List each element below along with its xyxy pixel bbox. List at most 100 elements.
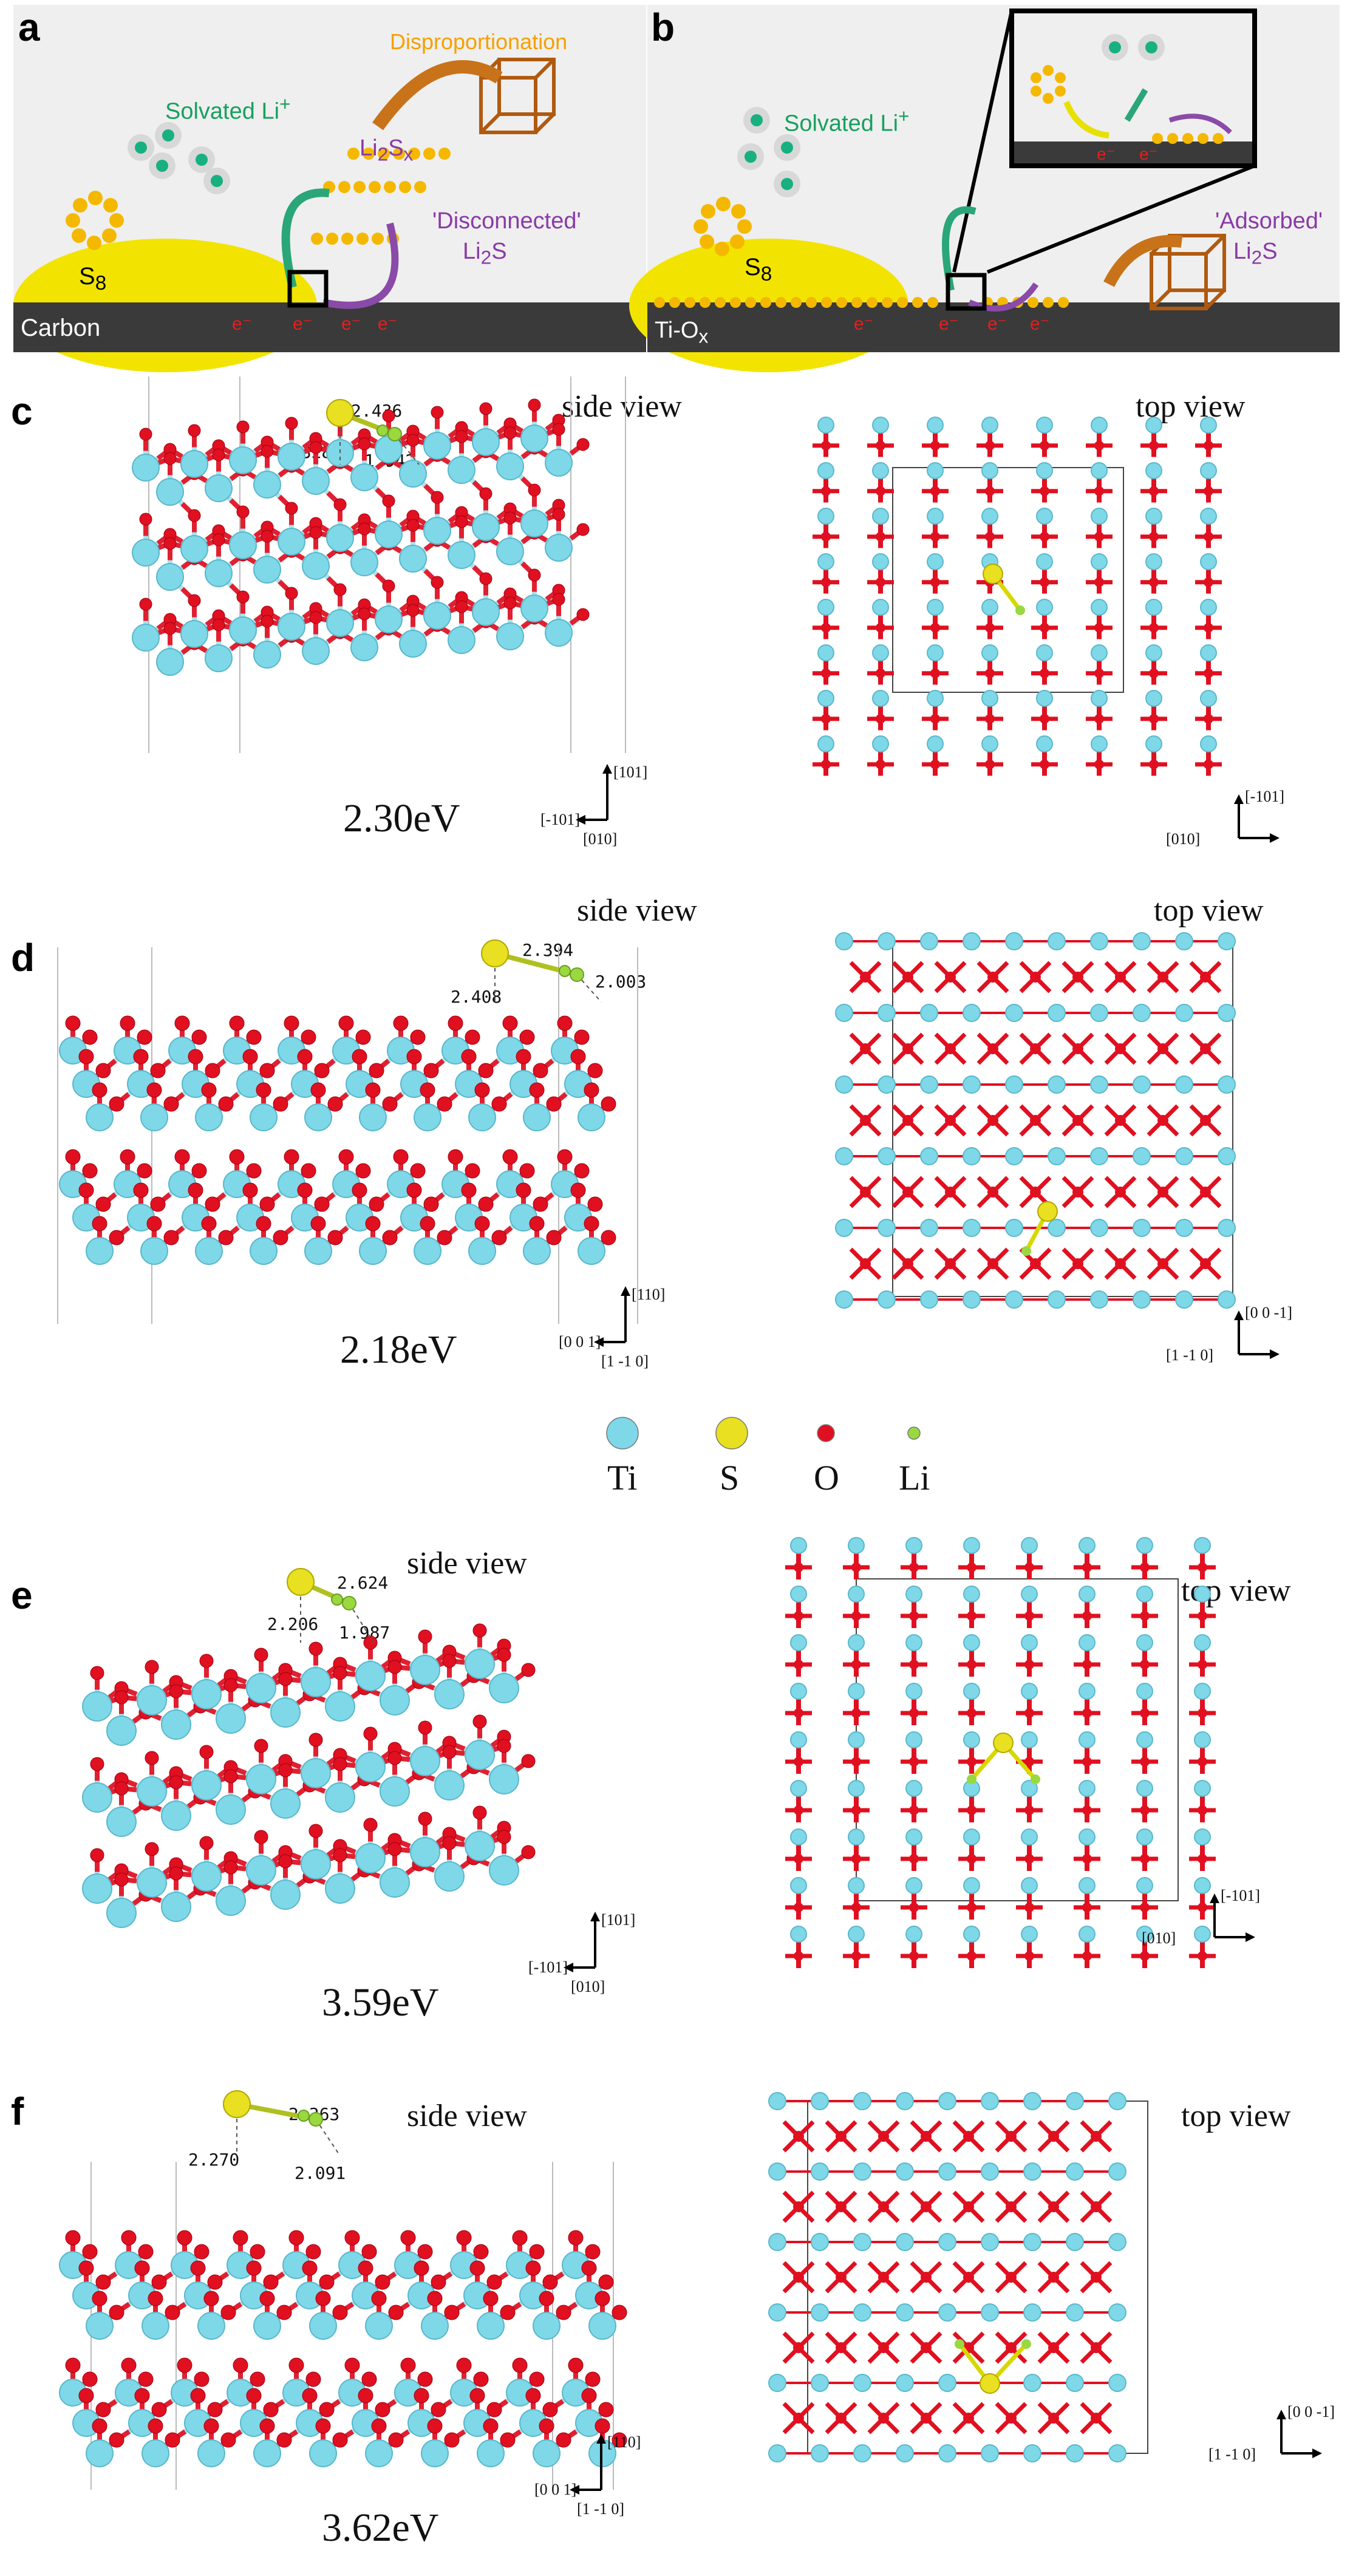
top-view-structure [835, 932, 1236, 1309]
ti-atom [1218, 1075, 1236, 1094]
panel-label: c [11, 389, 33, 433]
o-atom [254, 1830, 268, 1844]
o-atom [1006, 2272, 1017, 2283]
o-atom [78, 1182, 94, 1198]
o-atom [945, 972, 956, 983]
ti-atom [811, 2374, 829, 2392]
ti-atom [905, 1634, 922, 1651]
o-atom [423, 1196, 439, 1212]
ti-atom [1079, 1926, 1096, 1943]
top-view-axes: [0 0 -1][1 -1 0] [1166, 1304, 1292, 1364]
o-atom [909, 1757, 919, 1767]
o-atom [539, 2291, 554, 2306]
o-atom [400, 2357, 416, 2373]
arrowhead [1270, 833, 1280, 843]
ti-atom [817, 644, 834, 661]
ti-atom [380, 1776, 410, 1807]
o-atom [1094, 714, 1104, 724]
li-atom [298, 2110, 310, 2122]
o-atom [188, 1182, 203, 1198]
ti-atom [270, 1788, 301, 1819]
o-atom [333, 583, 347, 596]
o-atom [570, 1182, 586, 1198]
ti-atom [156, 563, 184, 591]
ti-atom [1023, 2092, 1041, 2110]
o-atom [388, 2305, 404, 2320]
o-atom [930, 531, 940, 542]
ti-atom [1175, 1004, 1193, 1022]
o-atom [205, 1196, 220, 1212]
ti-atom [1194, 1828, 1211, 1845]
svg-text:e⁻: e⁻ [939, 314, 959, 334]
ti-atom [896, 2162, 914, 2181]
o-atom [212, 448, 225, 462]
ti-atom [1023, 2374, 1041, 2392]
o-atom [529, 2371, 545, 2387]
ti-atom [195, 1237, 223, 1265]
o-atom [194, 2371, 210, 2387]
ti-atom [905, 1731, 922, 1748]
ti-atom [853, 2303, 871, 2322]
ti-atom [817, 690, 834, 707]
o-atom [1091, 2272, 1102, 2283]
o-atom [319, 2274, 335, 2290]
ti-atom [963, 1290, 981, 1309]
ti-atom [878, 1219, 896, 1237]
o-atom [985, 440, 995, 451]
ti-atom [365, 2312, 393, 2340]
o-atom [310, 1216, 326, 1232]
ti-atom [1090, 1290, 1108, 1309]
s8-label: S8 [745, 254, 772, 285]
ti-atom [1036, 599, 1053, 616]
ti-atom [920, 1219, 938, 1237]
ti-atom [1066, 2374, 1084, 2392]
ti-atom [421, 2439, 449, 2467]
o-atom [444, 2305, 460, 2320]
ti-atom [106, 1807, 137, 1837]
o-atom [309, 526, 322, 539]
o-atom [114, 1872, 129, 1887]
li-atom [331, 1593, 343, 1606]
o-atom [188, 424, 201, 437]
o-atom [442, 1745, 457, 1759]
ti-atom [981, 2444, 999, 2462]
o-atom [1024, 1708, 1034, 1718]
o-atom [259, 2418, 275, 2434]
ti-atom [1036, 553, 1053, 570]
o-atom [860, 1187, 871, 1198]
ti-atom [1005, 1290, 1023, 1309]
o-atom [851, 1903, 861, 1912]
o-atom [479, 402, 492, 415]
o-atom [393, 1149, 409, 1165]
li-o-distance [349, 1603, 374, 1643]
ti-atom [423, 432, 451, 460]
ti-atom [927, 735, 944, 752]
o-atom [529, 1082, 545, 1098]
ti-atom [768, 2303, 786, 2322]
o-atom [595, 2418, 610, 2434]
o-atom [134, 2388, 150, 2404]
o-atom [92, 1082, 107, 1098]
o-atom [223, 1678, 238, 1692]
axis-label-left: [0 0 1] [534, 2481, 576, 2498]
o-atom [595, 2291, 610, 2306]
o-atom [163, 452, 177, 465]
o-atom [151, 2274, 167, 2290]
legend-swatch-ti [606, 1417, 639, 1450]
o-atom [273, 1096, 288, 1112]
axis-label-down: [010] [583, 830, 617, 848]
ti-atom [1175, 932, 1193, 950]
o-atom [512, 2230, 528, 2246]
o-atom [315, 2291, 331, 2306]
ti-atom [414, 1103, 441, 1131]
o-atom [82, 1029, 98, 1045]
o-atom [1040, 668, 1049, 678]
ti-atom [137, 1776, 167, 1807]
o-atom [276, 2305, 292, 2320]
ti-atom [1079, 1731, 1096, 1748]
o-atom [1030, 972, 1041, 983]
ti-atom [920, 1004, 938, 1022]
ti-atom [489, 1673, 519, 1703]
ti-atom [1036, 417, 1053, 434]
o-atom [902, 1258, 913, 1269]
